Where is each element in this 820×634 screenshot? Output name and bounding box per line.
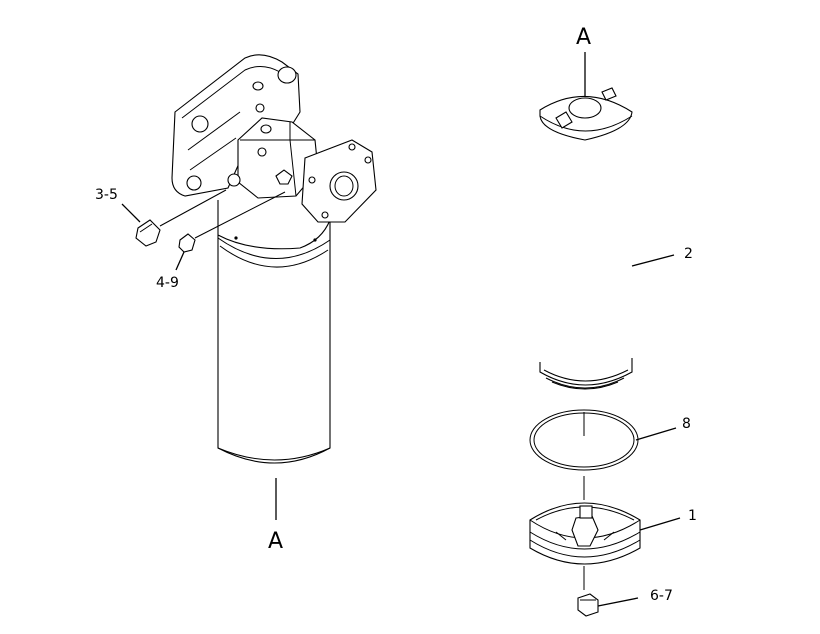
leader-1 xyxy=(639,517,681,531)
filter-bowl xyxy=(529,502,641,565)
element-top-plate xyxy=(539,87,633,141)
drain-plug xyxy=(577,593,599,617)
callout-3-5: 3-5 xyxy=(95,187,118,203)
callout-1: 1 xyxy=(688,508,697,524)
leader-2 xyxy=(631,254,675,267)
plug-3-5-alignment-line xyxy=(159,189,227,227)
plug-4-9-alignment-line xyxy=(194,191,286,239)
filter-housing xyxy=(217,200,331,464)
filter-housing-assembly xyxy=(171,54,377,464)
plug-3-5 xyxy=(135,219,161,247)
filter-element xyxy=(539,358,633,390)
callout-8: 8 xyxy=(682,416,691,432)
callout-6-7: 6-7 xyxy=(650,588,673,604)
leader-3-5 xyxy=(121,203,141,223)
leader-6-7 xyxy=(597,597,639,607)
plug-4-9 xyxy=(178,233,196,253)
ref-label-bottom: A xyxy=(268,529,283,554)
leader-4-9 xyxy=(175,251,185,271)
ref-label-top: A xyxy=(576,25,591,50)
leader-8 xyxy=(635,427,677,441)
o-ring-seal xyxy=(529,409,639,471)
callout-2: 2 xyxy=(684,246,693,262)
callout-4-9: 4-9 xyxy=(156,275,179,291)
